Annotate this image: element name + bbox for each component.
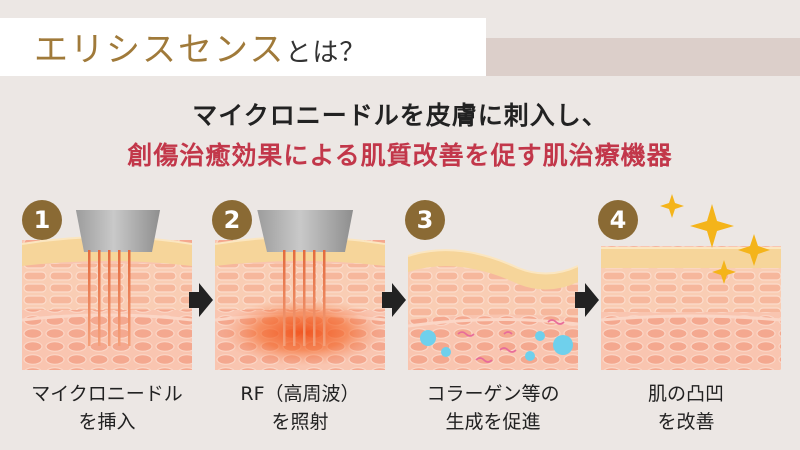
step-3-caption-line-1: コラーゲン等の — [426, 383, 560, 405]
arrow-right-icon — [575, 283, 599, 317]
step-4-caption-line-1: 肌の凸凹 — [647, 383, 724, 405]
step-4-badge: 4 — [598, 200, 638, 240]
step-3-badge: 3 — [405, 200, 445, 240]
title-main: エリシスセンス — [34, 30, 286, 70]
arrow-right-icon — [189, 283, 213, 317]
step-3-caption: コラーゲン等の 生成を促進 — [398, 380, 588, 436]
step-2-caption-line-1: RF（高周波） — [240, 383, 360, 405]
collagen-particles — [420, 319, 573, 363]
step-4-illustration — [600, 210, 782, 370]
step-4-caption: 肌の凸凹 を改善 — [591, 380, 781, 436]
step-1-caption: マイクロニードル を挿入 — [12, 380, 202, 436]
skin-collagen-svg — [407, 249, 579, 370]
step-2-illustration — [214, 200, 386, 370]
step-3-caption-line-2: 生成を促進 — [445, 411, 541, 433]
step-1-illustration — [21, 200, 193, 370]
step-4-caption-line-2: を改善 — [657, 411, 715, 433]
title-box — [0, 18, 486, 76]
step-1-caption-line-1: マイクロニードル — [31, 383, 183, 405]
title-band: エリシスセンスとは？ — [0, 18, 800, 76]
step-1-caption-line-2: を挿入 — [78, 411, 136, 433]
skin-rf-svg — [214, 200, 386, 370]
title-suffix: とは？ — [285, 38, 367, 68]
headline-line-1: マイクロニードルを皮膚に刺入し、 — [192, 101, 608, 130]
step-1-badge: 1 — [22, 200, 62, 240]
headline-line-2: 創傷治癒効果による肌質改善を促す肌治療機器 — [127, 141, 673, 170]
title-stripe — [486, 38, 800, 76]
step-3-illustration — [407, 210, 579, 370]
skin-needle-insert-svg — [21, 200, 193, 370]
needle-device-icon — [255, 200, 355, 346]
step-2-caption: RF（高周波） を照射 — [205, 380, 395, 436]
arrow-right-icon — [382, 283, 406, 317]
step-2-badge: 2 — [212, 200, 252, 240]
page-title: エリシスセンスとは？ — [34, 22, 366, 71]
needle-device-icon — [74, 200, 162, 346]
step-2-caption-line-2: を照射 — [271, 411, 329, 433]
sparkle-icon — [660, 194, 770, 284]
skin-smooth-svg — [600, 246, 782, 370]
